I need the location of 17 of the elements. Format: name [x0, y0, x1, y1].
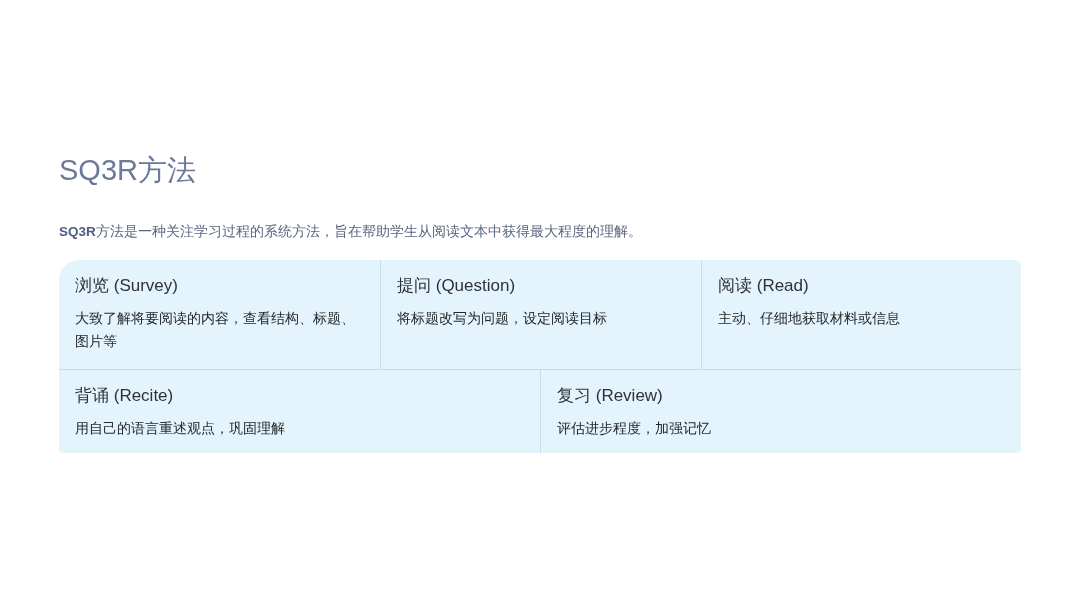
- step-heading: 浏览 (Survey): [75, 275, 179, 297]
- step-heading: 复习 (Review): [557, 385, 664, 407]
- step-box: [702, 260, 1021, 370]
- step-description: 将标题改写为问题，设定阅读目标: [397, 309, 608, 328]
- step-box: [59, 370, 541, 453]
- step-description: 用自己的语言重述观点，巩固理解: [75, 419, 286, 438]
- step-heading: 背诵 (Recite): [75, 385, 175, 407]
- title: SQ3R方法: [59, 153, 196, 188]
- step-heading: 阅读 (Read): [718, 275, 810, 297]
- intro-text: SQ3R方法是一种关注学习过程的系统方法，旨在帮助学生从阅读文本中获得最大程度的理解。: [59, 223, 642, 241]
- step-description: 评估进步程度，加强记忆: [557, 419, 712, 438]
- step-box: [541, 370, 1021, 453]
- step-description: 大致了解将要阅读的内容，查看结构、标题、图片等: [75, 309, 356, 351]
- step-heading: 提问 (Question): [397, 275, 517, 297]
- step-box: [59, 260, 381, 370]
- step-box: [381, 260, 702, 370]
- step-description: 主动、仔细地获取材料或信息: [718, 309, 901, 328]
